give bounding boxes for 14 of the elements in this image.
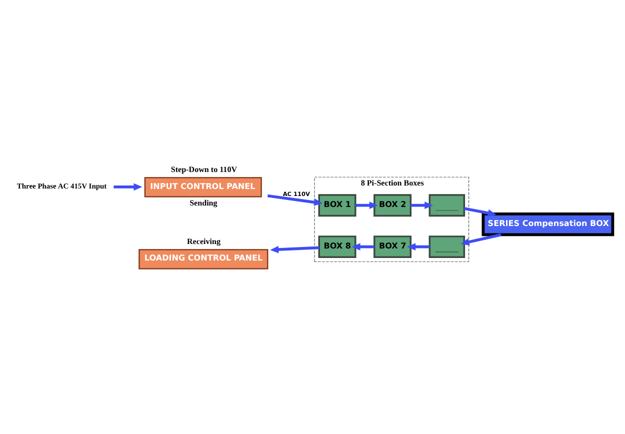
arrow bbox=[410, 202, 434, 210]
arrow bbox=[464, 207, 496, 217]
arrow bbox=[460, 233, 502, 246]
node-label: Receiving bbox=[187, 237, 221, 246]
arrow bbox=[352, 243, 374, 250]
node-label: Sending bbox=[190, 198, 218, 208]
arrow bbox=[267, 194, 323, 206]
node-box bbox=[428, 194, 466, 217]
arrow bbox=[355, 202, 378, 210]
arrow bbox=[407, 243, 430, 250]
node-label: Step-Down to 110V bbox=[170, 165, 238, 174]
arrow bbox=[114, 183, 142, 191]
node-box bbox=[428, 236, 466, 258]
arrow bbox=[270, 246, 320, 254]
